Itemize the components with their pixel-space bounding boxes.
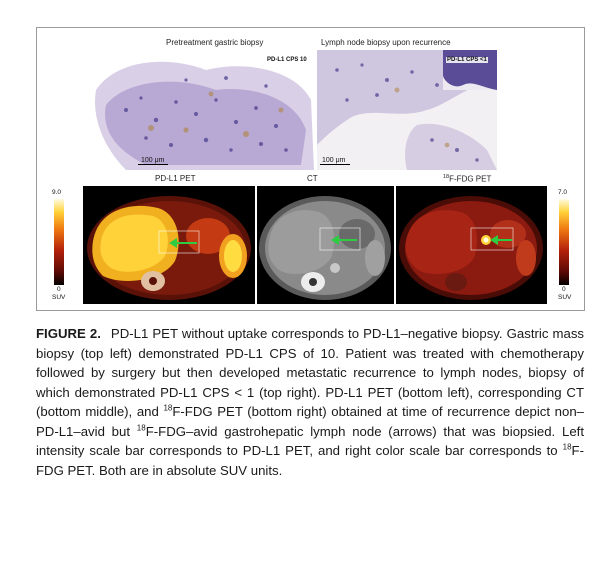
caption-text-1: PD-L1 PET without uptake corresponds to … [36,326,585,419]
caption-sup-2: 18 [136,423,146,433]
figure-label: FIGURE 2. [36,326,101,341]
ct-scan [257,186,394,304]
caption-text-4: F-FDG PET. Both are in absolute SUV unit… [36,443,584,478]
hist-left-cps-badge: PD-L1 CPS 10 [266,57,308,63]
hist-left-scalebar-label: 100 μm [141,157,165,164]
caption-text-3: F-FDG–avid gastrohepatic lymph node (arr… [36,423,584,459]
right-color-scale-bar [559,199,569,285]
scan-left-title: PD-L1 PET [155,174,196,183]
scan-right-title-sup: 18 [443,174,450,180]
hist-left-title: Pretreatment gastric biopsy [166,38,264,47]
left-scale-max: 9.0 [52,189,62,196]
fdg-pet-scan [396,186,547,304]
hist-left-scalebar [138,164,168,165]
right-scale-unit: SUV [558,294,572,301]
hist-right-inset [443,50,497,90]
pdl1-pet-scan [83,186,255,304]
caption-sup-1: 18 [163,403,173,413]
caption-sup-3: 18 [562,442,572,452]
left-scale-min: 0 [57,286,61,293]
scan-right-title: 18F-FDG PET [443,174,492,184]
scan-middle-title: CT [307,174,318,183]
left-scale-unit: SUV [52,294,66,301]
hist-right-cps-badge: PD-L1 CPS <1 [446,57,488,63]
hist-left-image [86,50,314,170]
hist-right-title: Lymph node biopsy upon recurrence [321,38,451,47]
caption-text-2: F-FDG PET (bottom right) obtained at tim… [36,404,584,439]
hist-right-scalebar-label: 100 μm [322,157,346,164]
figure-caption: FIGURE 2.PD-L1 PET without uptake corres… [36,324,584,480]
right-scale-max: 7.0 [558,189,568,196]
left-intensity-scale-bar [54,199,64,285]
right-scale-min: 0 [562,286,566,293]
hist-right-scalebar [320,164,350,165]
